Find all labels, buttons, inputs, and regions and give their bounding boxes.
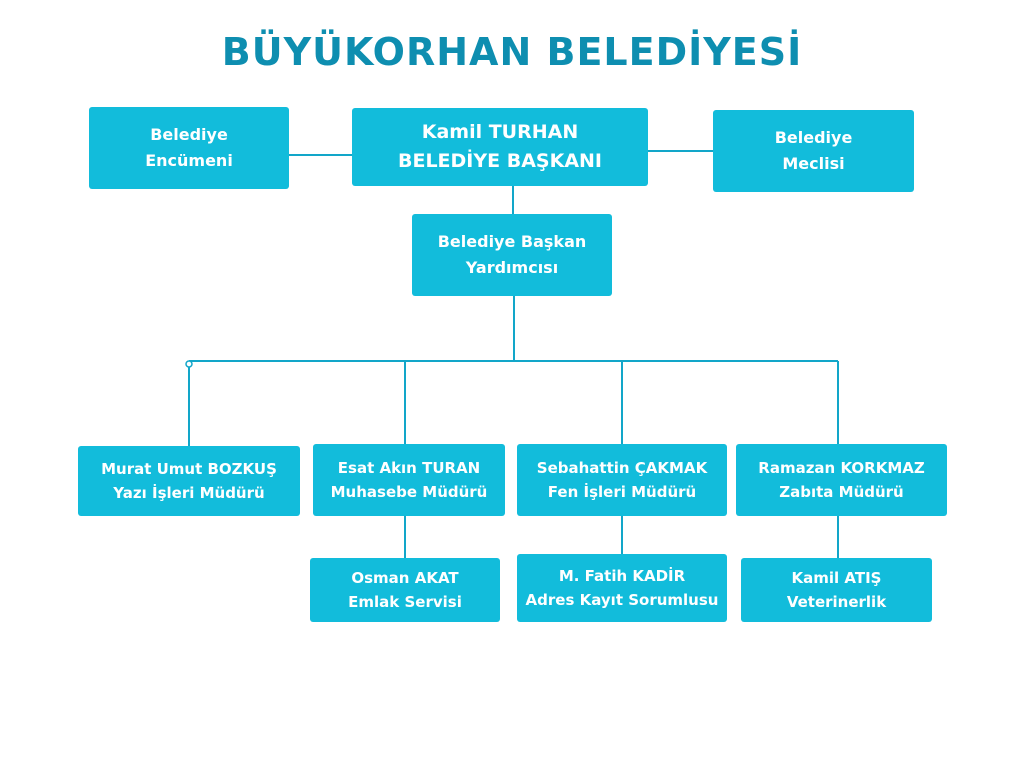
node-belediye-meclisi-line1: Belediye <box>774 128 853 148</box>
node-fen-isleri-muduru: Sebahattin ÇAKMAK Fen İşleri Müdürü <box>517 444 727 516</box>
node-veterinerlik-title: Veterinerlik <box>786 593 887 611</box>
node-baskan-yardimcisi-line1: Belediye Başkan <box>437 232 587 252</box>
node-veterinerlik: Kamil ATIŞ Veterinerlik <box>741 558 932 622</box>
node-veterinerlik-name: Kamil ATIŞ <box>791 569 882 587</box>
connector-junction-dot <box>185 360 193 368</box>
node-baskan-yardimcisi-line2: Yardımcısı <box>465 258 559 277</box>
node-belediye-baskani-title: BELEDİYE BAŞKANI <box>397 150 602 172</box>
node-zabita-muduru-title: Zabıta Müdürü <box>779 483 904 501</box>
node-fen-isleri-muduru-name: Sebahattin ÇAKMAK <box>536 459 708 477</box>
node-yazi-isleri-muduru-name: Murat Umut BOZKUŞ <box>101 460 277 478</box>
node-zabita-muduru-name: Ramazan KORKMAZ <box>758 459 925 477</box>
node-muhasebe-muduru-name: Esat Akın TURAN <box>337 459 481 477</box>
node-muhasebe-muduru: Esat Akın TURAN Muhasebe Müdürü <box>313 444 505 516</box>
node-adres-kayit-sorumlusu-title: Adres Kayıt Sorumlusu <box>525 591 719 609</box>
page-title: BÜYÜKORHAN BELEDİYESİ <box>221 30 803 74</box>
node-adres-kayit-sorumlusu: M. Fatih KADİR Adres Kayıt Sorumlusu <box>517 554 727 622</box>
node-yazi-isleri-muduru: Murat Umut BOZKUŞ Yazı İşleri Müdürü <box>78 446 300 516</box>
node-emlak-servisi-name: Osman AKAT <box>351 569 459 587</box>
node-zabita-muduru: Ramazan KORKMAZ Zabıta Müdürü <box>736 444 947 516</box>
node-belediye-encumeni: Belediye Encümeni <box>89 107 289 189</box>
node-adres-kayit-sorumlusu-name: M. Fatih KADİR <box>558 567 686 585</box>
node-emlak-servisi-title: Emlak Servisi <box>348 593 462 611</box>
node-belediye-meclisi-line2: Meclisi <box>782 154 845 173</box>
node-belediye-baskani-name: Kamil TURHAN <box>421 120 579 143</box>
node-emlak-servisi: Osman AKAT Emlak Servisi <box>310 558 500 622</box>
node-belediye-meclisi: Belediye Meclisi <box>713 110 914 192</box>
node-fen-isleri-muduru-title: Fen İşleri Müdürü <box>547 483 697 501</box>
node-muhasebe-muduru-title: Muhasebe Müdürü <box>330 483 488 501</box>
node-baskan-yardimcisi: Belediye Başkan Yardımcısı <box>412 214 612 296</box>
node-belediye-baskani: Kamil TURHAN BELEDİYE BAŞKANI <box>352 108 648 186</box>
node-yazi-isleri-muduru-title: Yazı İşleri Müdürü <box>113 484 265 502</box>
node-belediye-encumeni-line1: Belediye <box>150 125 228 145</box>
node-belediye-encumeni-line2: Encümeni <box>145 151 233 170</box>
